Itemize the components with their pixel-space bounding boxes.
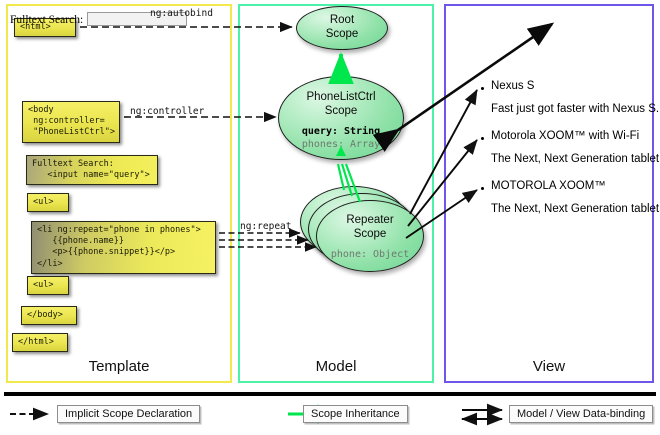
ng-autobind-label: ng:autobind — [150, 8, 213, 19]
code-box-li-repeat-markup: <li ng:repeat="phone in phones"> {{phone… — [31, 221, 216, 274]
repeater-scope-prop-phone: phone: Object — [330, 249, 410, 260]
phone-list-ctrl-scope-title-line2: Scope — [324, 105, 358, 117]
legend-label-implicit-scope-declaration: Implicit Scope Declaration — [57, 405, 201, 423]
code-box-body-close-tag: </body> — [21, 306, 77, 326]
view-item-snippet-3: The Next, Next Generation tablet. — [491, 203, 660, 215]
scope-ellipse-repeater-front: Repeater Scope phone: Object — [316, 200, 424, 272]
view-list-bullet-1 — [481, 87, 484, 90]
column-view: View — [444, 4, 654, 383]
code-box-html-close-tag: </html> — [12, 333, 68, 353]
scope-ellipse-phone-list-ctrl: PhoneListCtrl Scope query: String phones… — [278, 76, 404, 160]
scope-ellipse-root: Root Scope — [296, 6, 388, 50]
legend-label-model-view-data-binding: Model / View Data-binding — [509, 405, 654, 423]
view-content: Fulltext Search: — [10, 10, 196, 28]
code-box-body-controller-tag: <body ng:controller= "PhoneListCtrl"> — [22, 101, 120, 143]
column-label-template: Template — [88, 358, 150, 375]
ng-repeat-label: ng:repeat — [240, 221, 292, 232]
root-scope-title-line2: Scope — [325, 28, 359, 40]
code-box-ul-close-tag: <ul> — [27, 276, 69, 296]
ng-controller-label: ng:controller — [130, 106, 205, 117]
root-scope-title-line1: Root — [329, 14, 355, 26]
column-label-view: View — [532, 358, 566, 375]
view-item-snippet-2: The Next, Next Generation tablet. — [491, 153, 660, 165]
view-item-name-3: MOTOROLA XOOM™ — [491, 180, 606, 192]
phone-list-ctrl-scope-prop-query: query: String — [301, 126, 381, 137]
code-box-ul-open-tag: <ul> — [27, 193, 69, 213]
phone-list-ctrl-scope-title-line1: PhoneListCtrl — [306, 91, 376, 103]
repeater-scope-title-line2: Scope — [353, 228, 387, 240]
code-box-fulltext-search-markup: Fulltext Search: <input name="query"> — [26, 155, 158, 186]
legend-divider-rule — [4, 392, 656, 396]
legend-label-scope-inheritance: Scope Inheritance — [303, 405, 408, 423]
phone-list-ctrl-scope-prop-phones: phones: Array — [301, 139, 381, 150]
view-list-bullet-2 — [481, 137, 484, 140]
view-list-bullet-3 — [481, 187, 484, 190]
view-item-snippet-1: Fast just got faster with Nexus S. — [491, 103, 660, 115]
repeater-scope-title-line1: Repeater — [346, 214, 394, 226]
column-label-model: Model — [315, 358, 357, 375]
view-item-name-1: Nexus S — [491, 80, 535, 92]
legend-arrow-model-view-data-binding — [461, 403, 503, 426]
view-item-name-2: Motorola XOOM™ with Wi-Fi — [491, 130, 640, 142]
code-box-html-open-tag: <html> — [14, 18, 76, 38]
view-search-input[interactable] — [87, 12, 188, 27]
view-search-label: Fulltext Search: — [10, 14, 84, 26]
